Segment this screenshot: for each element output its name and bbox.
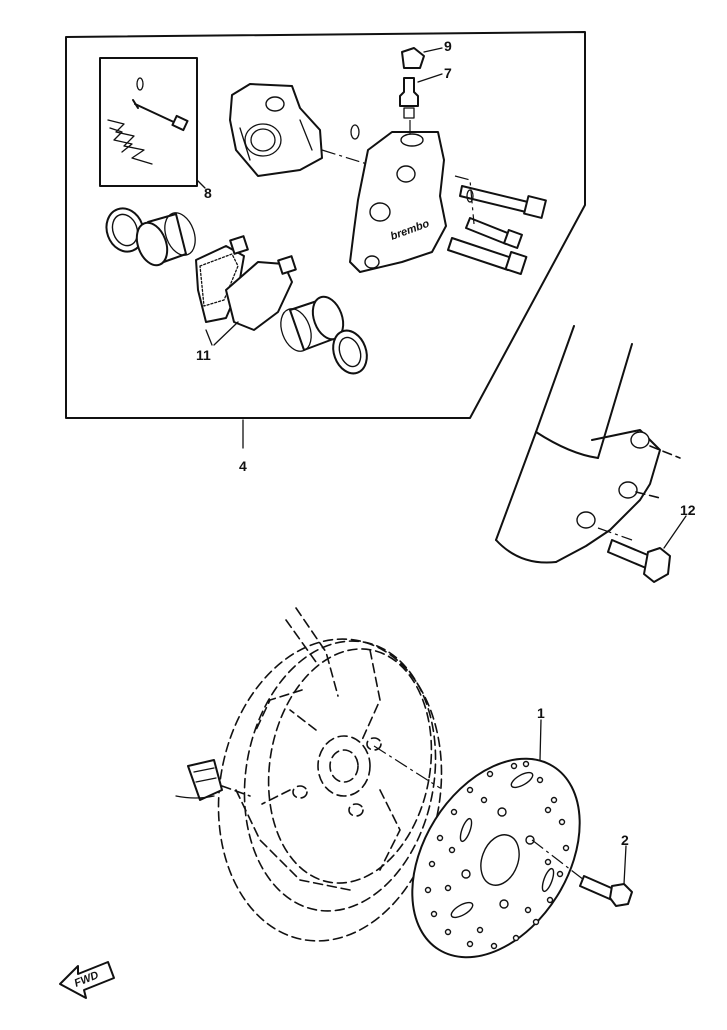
caliper-body: brembo — [349, 131, 447, 273]
callout-7: 7 — [444, 65, 452, 81]
bolt-leader — [454, 175, 475, 225]
callout-leader-1 — [539, 719, 542, 761]
caliper-bolt-middle — [465, 217, 523, 249]
brake-disc — [411, 757, 581, 959]
disc-bolt-leader — [531, 839, 585, 881]
callout-leader-7 — [417, 73, 443, 83]
callout-leader-12 — [663, 515, 687, 549]
bleed-screw — [399, 77, 419, 119]
pin-kit-box — [99, 57, 198, 187]
piston-seal-left — [105, 207, 145, 253]
forward-direction-arrow: FWD — [59, 961, 115, 999]
mount-bolt-leader — [597, 527, 633, 541]
hub-disc-leader — [373, 745, 441, 789]
bolt-oring — [466, 189, 474, 203]
caliper-bracket — [229, 83, 323, 177]
front-fork-leg — [495, 325, 681, 564]
bracket-oring — [350, 124, 360, 140]
callout-12: 12 — [680, 502, 696, 518]
disc-bolt — [579, 875, 633, 907]
caliper-bolt-lower — [447, 237, 528, 276]
piston-left — [135, 212, 196, 267]
callout-leader-11b — [213, 321, 239, 346]
callout-leader-2 — [623, 845, 627, 885]
wheel-hub-outline — [217, 607, 443, 942]
caliper-assembly-frame — [65, 31, 586, 419]
callout-8: 8 — [204, 185, 212, 201]
callout-2: 2 — [621, 832, 629, 848]
bleed-screw-cap — [401, 47, 425, 69]
callout-leader-9 — [423, 47, 443, 53]
speedometer-drive — [175, 759, 251, 801]
callout-4: 4 — [239, 458, 247, 474]
caliper-mount-bolt — [607, 539, 671, 583]
callout-11: 11 — [196, 347, 211, 363]
callout-9: 9 — [444, 38, 452, 54]
piston-right — [280, 295, 345, 352]
pin-kit-contents — [107, 77, 189, 165]
caliper-bolt-upper — [459, 185, 547, 219]
piston-seal-right — [332, 329, 368, 375]
callout-leader-11 — [205, 329, 213, 346]
callout-leader-8 — [196, 179, 206, 189]
callout-1: 1 — [537, 705, 545, 721]
